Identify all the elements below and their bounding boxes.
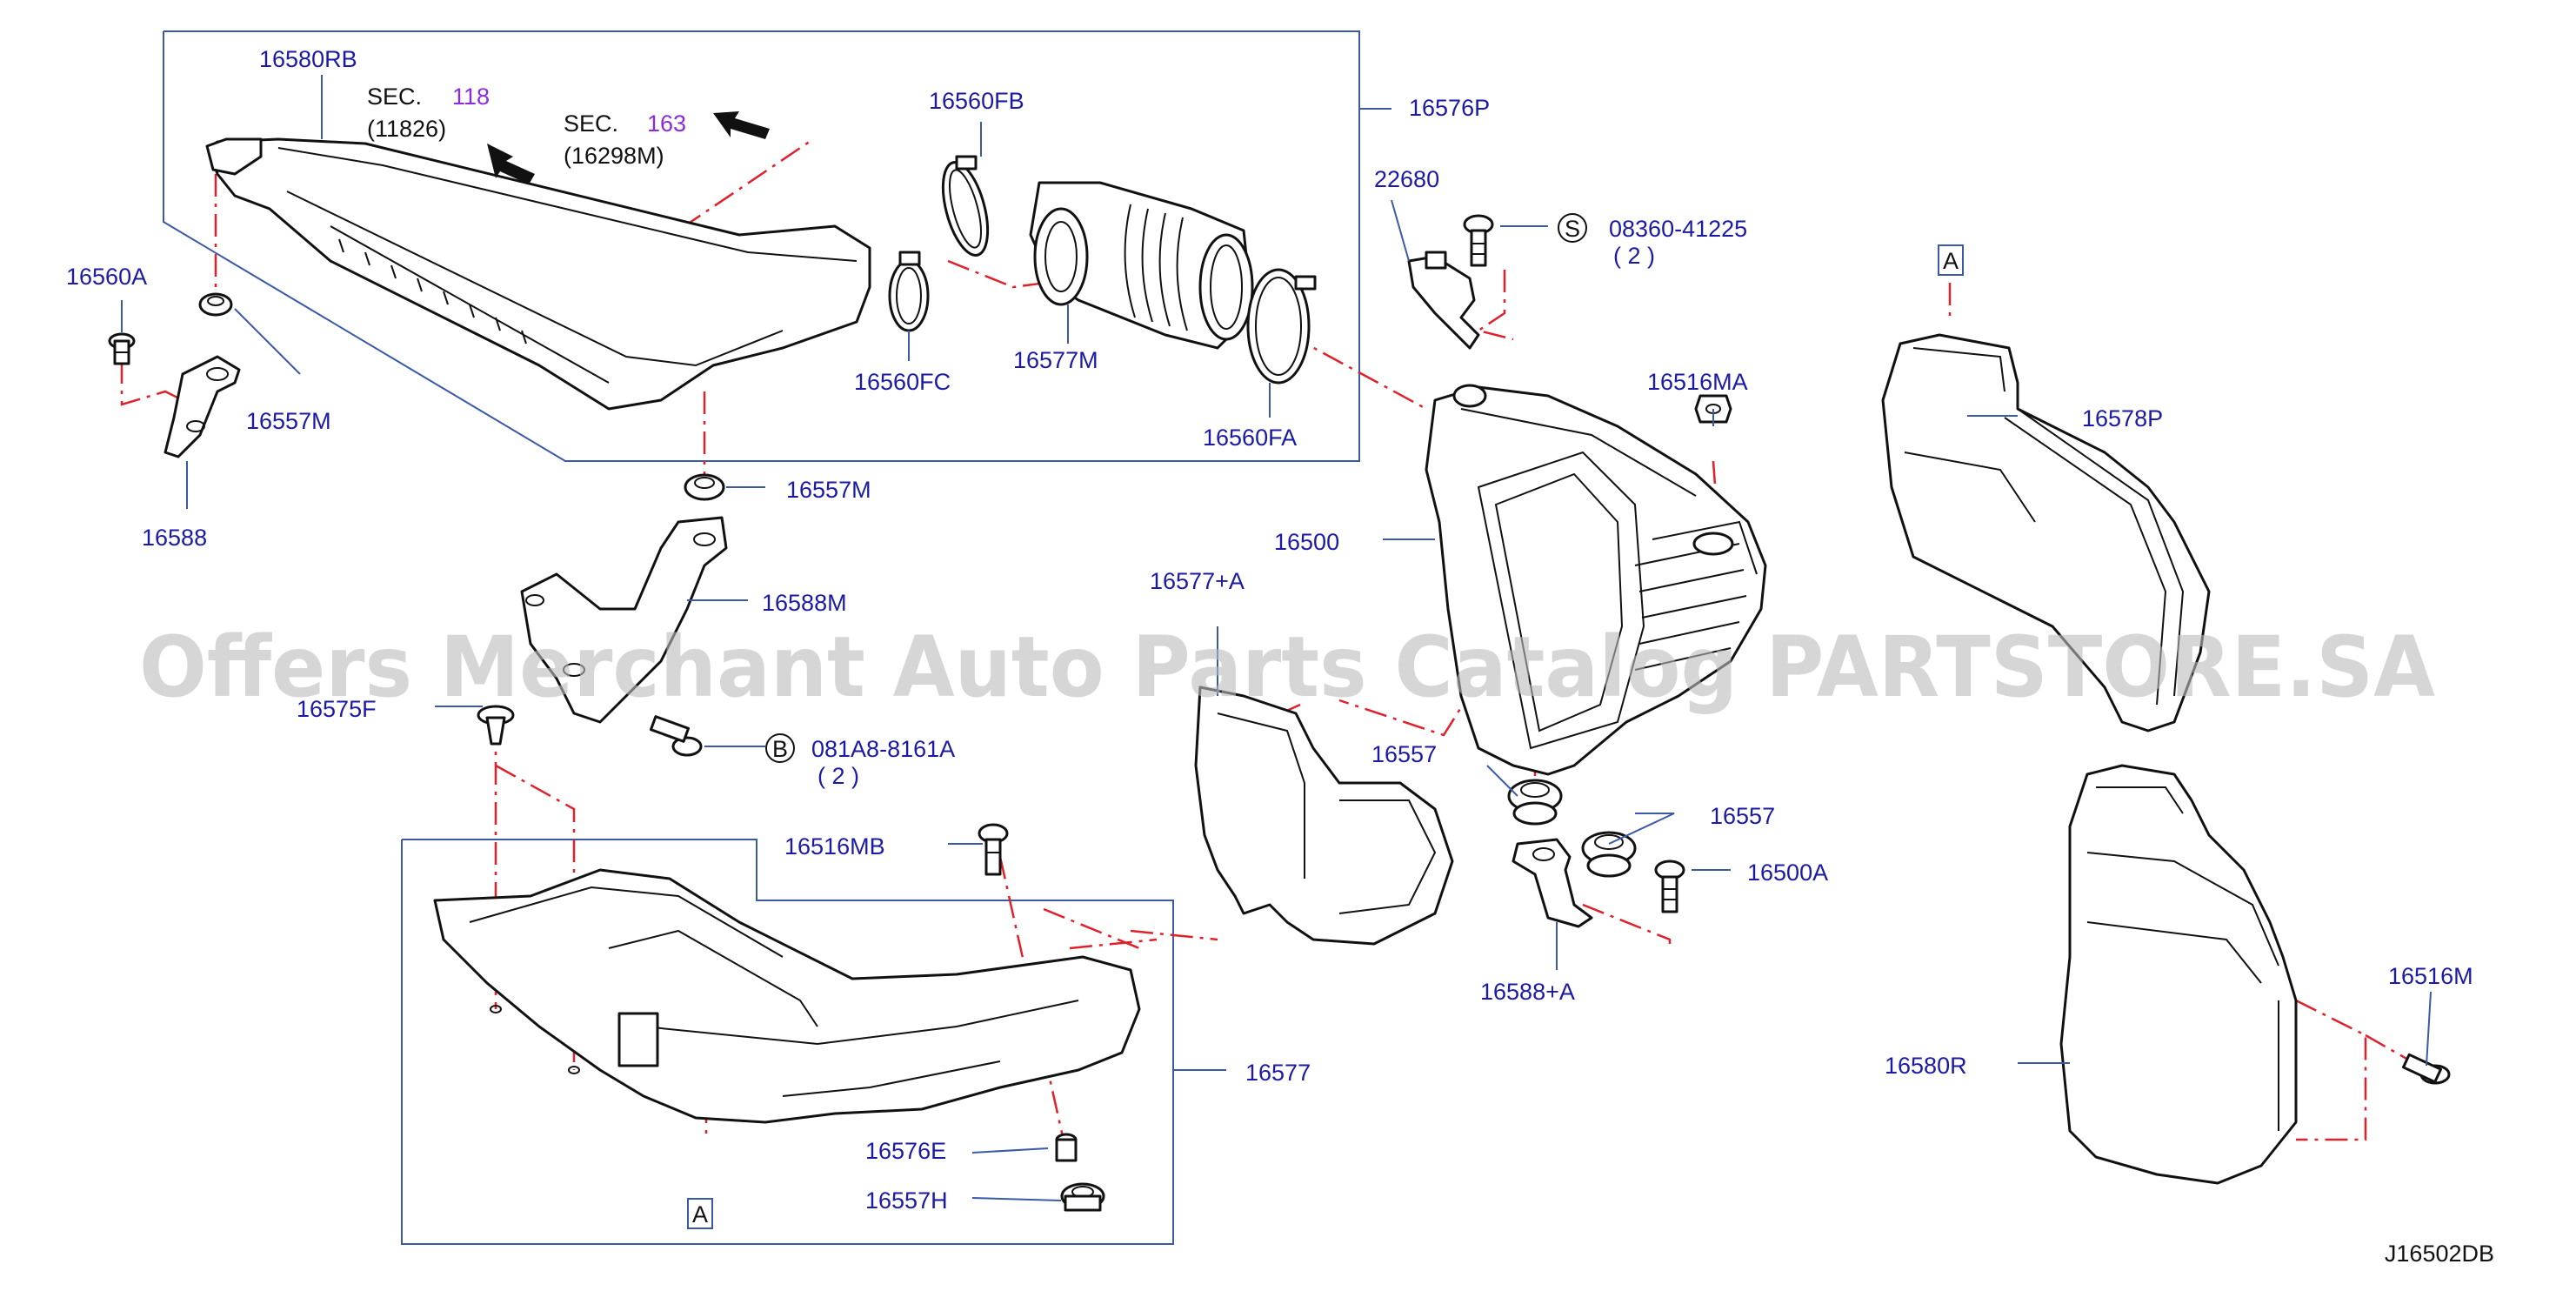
bolt-081A8-8161A (649, 715, 703, 757)
clamp-16560FC (888, 251, 930, 332)
sec-arrow-118 (487, 144, 535, 184)
sec-163-sub: (16298M) (564, 143, 664, 169)
callout-16516MB[interactable]: 16516MB (784, 833, 885, 860)
callout-08360-41225[interactable]: 08360-41225 (1609, 216, 1747, 242)
grommet-16557M-lower (684, 473, 725, 501)
svg-text:S: S (1565, 216, 1580, 242)
sec-118-sub: (11826) (367, 116, 446, 142)
callout-16557M-top[interactable]: 16557M (246, 408, 331, 434)
callout-16577-plus-A[interactable]: 16577+A (1150, 568, 1245, 594)
callout-16560A[interactable]: 16560A (66, 264, 147, 290)
a-box-bottom: A (687, 1198, 713, 1229)
callout-16557-left[interactable]: 16557 (1371, 741, 1437, 767)
bracket-16588-plus-A (1512, 838, 1593, 928)
grommet-16557H (1060, 1182, 1105, 1212)
grommet-16557M-upper (198, 292, 233, 317)
b-marker: B (765, 733, 795, 763)
callout-16576E[interactable]: 16576E (865, 1138, 946, 1164)
watermark: Offers Merchant Auto Parts Catalog PARTS… (139, 619, 2435, 716)
air-duct-16577 (433, 868, 1141, 1124)
air-cleaner-16500 (1425, 384, 1767, 776)
grommet-16557-right (1581, 831, 1637, 878)
callout-16500[interactable]: 16500 (1274, 529, 1339, 555)
callout-22680[interactable]: 22680 (1374, 166, 1439, 192)
callout-16576P[interactable]: 16576P (1409, 95, 1490, 121)
sensor-22680 (1407, 251, 1480, 350)
s-marker: S (1558, 213, 1587, 243)
callout-16557M-mid[interactable]: 16557M (786, 477, 871, 503)
bolt-16500A (1654, 860, 1685, 913)
lower-group-outline (401, 839, 1174, 1245)
upper-group-outline (163, 30, 1360, 462)
leader-lines (121, 75, 2432, 1201)
bracket-16588M (520, 516, 728, 724)
inlet-duct-16578P (1881, 333, 2211, 732)
sec-163-number[interactable]: 163 (647, 110, 686, 137)
callout-16575F[interactable]: 16575F (297, 696, 377, 722)
grommet-16557-left (1507, 779, 1563, 826)
callout-16557H[interactable]: 16557H (865, 1187, 948, 1214)
diagram-id: J16502DB (2385, 1241, 2494, 1267)
callout-16560FA[interactable]: 16560FA (1203, 425, 1297, 451)
svg-text:B: B (772, 736, 788, 762)
bolt-16516MB (978, 823, 1009, 876)
bolt-16560A (108, 332, 136, 365)
callout-16580R[interactable]: 16580R (1885, 1053, 1967, 1079)
callout-16516M[interactable]: 16516M (2388, 963, 2473, 989)
callout-16588-plus-A[interactable]: 16588+A (1480, 979, 1575, 1005)
callout-16500A[interactable]: 16500A (1747, 860, 1828, 886)
air-inlet-duct-16580RB (205, 137, 871, 411)
callout-081A8-8161A[interactable]: 081A8-8161A (811, 736, 955, 762)
sec-118-label: SEC. (367, 84, 422, 110)
callout-16557-right[interactable]: 16557 (1710, 803, 1775, 829)
callout-16516MA[interactable]: 16516MA (1647, 369, 1748, 395)
callout-08360-qty: ( 2 ) (1613, 243, 1655, 269)
resonator-16577-plus-A (1194, 686, 1454, 946)
callout-16577[interactable]: 16577 (1245, 1060, 1311, 1086)
callout-16560FC[interactable]: 16560FC (854, 369, 951, 395)
air-duct-16580R (2059, 764, 2298, 1185)
bolt-16516M (2401, 1053, 2451, 1085)
clamp-16560FA (1246, 268, 1317, 385)
sec-163-label: SEC. (564, 110, 618, 137)
sec-118-number[interactable]: 118 (452, 84, 490, 110)
bolt-08360-41225 (1463, 214, 1494, 267)
bracket-16588 (164, 355, 241, 458)
pin-16576E (1055, 1133, 1078, 1162)
callout-16560FB[interactable]: 16560FB (929, 88, 1024, 114)
clamp-16560FB (941, 155, 990, 257)
svg-text:A: A (692, 1201, 708, 1227)
callout-16588[interactable]: 16588 (142, 525, 207, 551)
a-box-top: A (1938, 244, 1964, 276)
callout-081A8-qty: ( 2 ) (818, 763, 859, 789)
sec-arrow-163 (713, 111, 770, 139)
callout-16588M[interactable]: 16588M (762, 590, 847, 616)
callout-16580RB[interactable]: 16580RB (259, 46, 357, 72)
clip-16575F (477, 705, 515, 746)
svg-text:A: A (1943, 248, 1959, 274)
hose-16577M (1029, 181, 1254, 350)
callout-16578P[interactable]: 16578P (2082, 405, 2163, 431)
callout-16577M[interactable]: 16577M (1013, 347, 1098, 373)
